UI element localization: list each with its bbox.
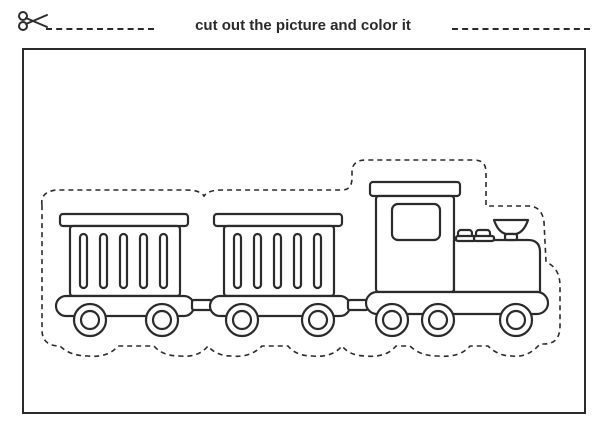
locomotive-base xyxy=(364,290,550,316)
cut-outline xyxy=(40,159,561,358)
locomotive-chimney xyxy=(492,218,530,236)
picture-frame xyxy=(22,48,586,414)
locomotive-window xyxy=(390,202,442,242)
wheel xyxy=(72,302,108,338)
scissors-icon xyxy=(18,11,48,31)
wheel xyxy=(498,302,534,338)
cut-line-right xyxy=(452,28,590,30)
wheel xyxy=(374,302,410,338)
locomotive-boiler xyxy=(452,238,542,294)
wagon-2-roof xyxy=(212,212,344,228)
instruction-title: cut out the picture and color it xyxy=(195,17,411,34)
locomotive-cab-roof xyxy=(368,180,462,198)
cut-line-left xyxy=(46,28,154,30)
wheel xyxy=(300,302,336,338)
header: cut out the picture and color it xyxy=(0,0,612,44)
wheel xyxy=(224,302,260,338)
wagon-1-roof xyxy=(58,212,190,228)
wheel xyxy=(420,302,456,338)
wheel xyxy=(144,302,180,338)
